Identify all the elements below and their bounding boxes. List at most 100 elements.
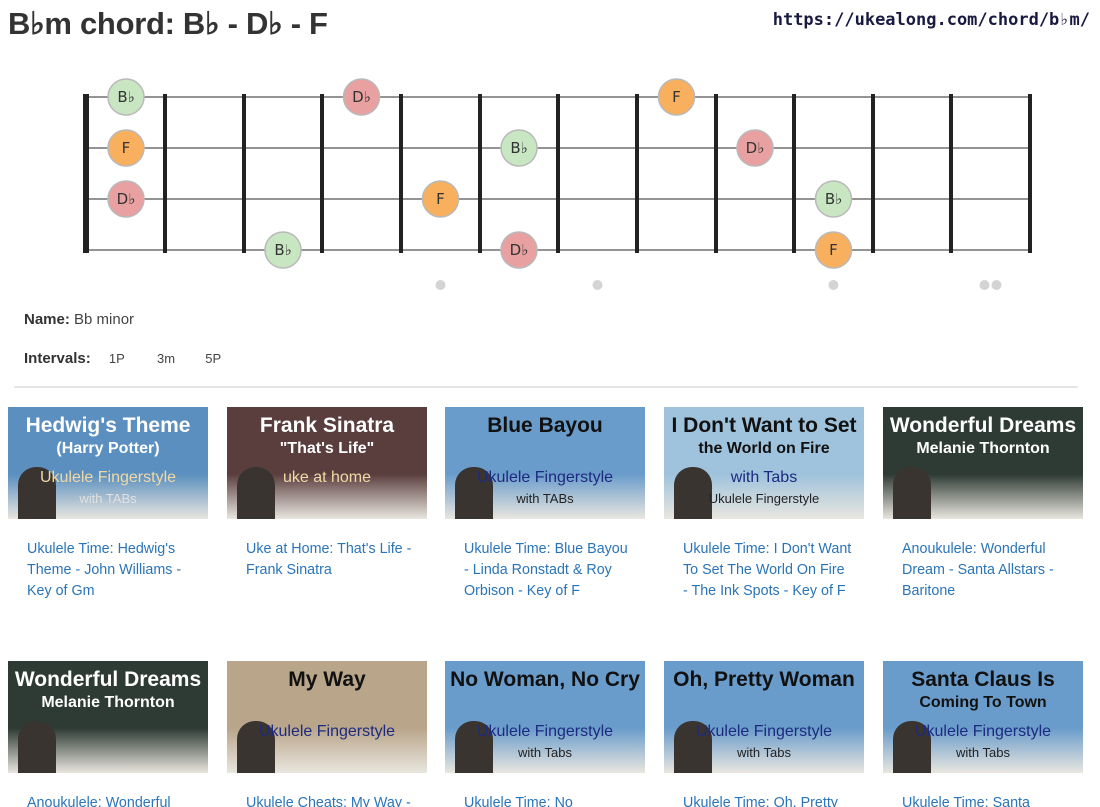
thumbnail-person-silhouette <box>893 467 931 519</box>
video-link[interactable]: Ukulele Time: Hedwig's Theme - John Will… <box>27 541 182 599</box>
video-thumbnail[interactable]: Frank Sinatra "That's Life" uke at home <box>227 407 427 519</box>
note-circle-bb <box>814 180 853 218</box>
thumbnail-title-line2: Melanie Thornton <box>41 694 175 711</box>
thumbnail-subtitle-line2: with Tabs <box>956 745 1010 760</box>
chord-name-value: Bb minor <box>74 311 135 328</box>
note-circle-f <box>107 129 145 167</box>
thumbnail-title-line2: Coming To Town <box>919 694 1047 711</box>
thumbnail-title-line2: the World on Fire <box>698 440 830 457</box>
thumbnail-subtitle: Ukulele Fingerstyle <box>914 723 1052 740</box>
thumbnail-title: Wonderful Dreams <box>889 414 1077 437</box>
thumbnail-title-line2: Melanie Thornton <box>916 440 1050 457</box>
fret-marker-dot <box>979 280 990 290</box>
thumbnail-title: I Don't Want to Set <box>671 414 857 437</box>
fretboard-diagram: B♭FD♭B♭D♭FB♭D♭FD♭B♭F <box>83 78 1032 290</box>
thumbnail-person-silhouette <box>893 721 931 773</box>
thumbnail-person-silhouette <box>237 467 275 519</box>
fret-marker-dot <box>991 280 1002 290</box>
note-circle-db <box>736 129 774 167</box>
note-label: B♭ <box>274 241 291 259</box>
note-label: B♭ <box>825 190 842 208</box>
note-label: B♭ <box>510 139 527 157</box>
video-link[interactable]: Ukulele Time: Santa <box>902 795 1030 807</box>
note-label: F <box>829 241 838 259</box>
fret-marker-dot <box>828 280 839 290</box>
note-circle-db <box>107 180 145 218</box>
thumbnail-title: Santa Claus Is <box>911 668 1055 691</box>
section-divider <box>14 386 1078 388</box>
video-thumbnail[interactable]: Hedwig's Theme (Harry Potter) Ukulele Fing… <box>8 407 208 519</box>
video-link[interactable]: Ukulele Time: I Don't Want To Set The Wo… <box>683 541 852 599</box>
page-title: B♭m chord: B♭ - D♭ - F <box>8 6 328 41</box>
note-label: F <box>436 190 445 208</box>
thumbnail-subtitle-line2: Ukulele Fingerstyle <box>708 491 820 506</box>
thumbnail-subtitle: Ukulele Fingerstyle <box>39 469 177 486</box>
thumbnail-subtitle-line2: with Tabs <box>518 745 572 760</box>
thumbnail-subtitle-line2: with TABs <box>516 491 574 506</box>
video-link[interactable]: Ukulele Time: No <box>464 795 573 807</box>
thumbnail-title: Oh, Pretty Woman <box>673 668 855 691</box>
thumbnail-person-silhouette <box>237 721 275 773</box>
thumbnail-subtitle: Ukulele Fingerstyle <box>476 469 614 486</box>
note-circle-bb <box>500 129 538 167</box>
video-link[interactable]: Ukulele Cheats: My Way - <box>246 795 411 807</box>
thumbnail-person-silhouette <box>455 721 493 773</box>
video-link[interactable]: Anoukulele: Wonderful <box>27 795 171 807</box>
thumbnail-title-line2: "That's Life" <box>279 440 375 457</box>
interval-item: 3m <box>157 351 176 366</box>
thumbnail-title: Frank Sinatra <box>259 414 395 437</box>
fret-marker-dot <box>592 280 603 290</box>
note-label: F <box>122 139 131 157</box>
thumbnail-subtitle-line2: with Tabs <box>737 745 791 760</box>
thumbnail-subtitle: uke at home <box>282 469 372 486</box>
thumbnail-title: Hedwig's Theme <box>25 414 191 437</box>
intervals-row: Intervals: 1P 3m 5P <box>24 350 235 367</box>
interval-item: 5P <box>205 351 222 366</box>
thumbnail-subtitle: Ukulele Fingerstyle <box>258 723 396 740</box>
thumbnail-person-silhouette <box>18 467 56 519</box>
thumbnail-title-line2: (Harry Potter) <box>56 440 160 457</box>
thumbnail-title: Wonderful Dreams <box>14 668 202 691</box>
chord-name-row: Name: Bb minor <box>24 311 134 328</box>
note-circle-bb <box>264 231 302 269</box>
note-circle-f <box>814 231 853 269</box>
note-circle-f <box>657 78 696 116</box>
note-circle-f <box>421 180 460 218</box>
intervals-label: Intervals: <box>24 350 91 367</box>
video-link[interactable]: Ukulele Time: Blue Bayou - Linda Ronstad… <box>464 541 628 599</box>
note-circle-bb <box>107 78 145 116</box>
video-card[interactable]: Hedwig's Theme (Harry Potter) Ukulele Fing… <box>8 407 208 602</box>
thumbnail-title: No Woman, No Cry <box>450 668 640 691</box>
note-label: D♭ <box>510 241 529 259</box>
thumbnail-title: My Way <box>288 668 366 691</box>
note-label: F <box>672 88 681 106</box>
page-url[interactable]: https://ukealong.com/chord/b♭m/ <box>772 10 1090 30</box>
note-label: D♭ <box>352 88 371 106</box>
note-label: D♭ <box>746 139 765 157</box>
thumbnail-subtitle: Ukulele Fingerstyle <box>695 723 833 740</box>
thumbnail-subtitle: Ukulele Fingerstyle <box>476 723 614 740</box>
video-link[interactable]: Anoukulele: Wonderful Dream - Santa Alls… <box>902 541 1054 599</box>
video-link[interactable]: Uke at Home: That's Life - Frank Sinatra <box>246 541 412 578</box>
video-link[interactable]: Ukulele Time: Oh, Pretty <box>683 795 838 807</box>
note-label: D♭ <box>117 190 136 208</box>
thumbnail-person-silhouette <box>455 467 493 519</box>
note-circle-db <box>342 78 381 116</box>
